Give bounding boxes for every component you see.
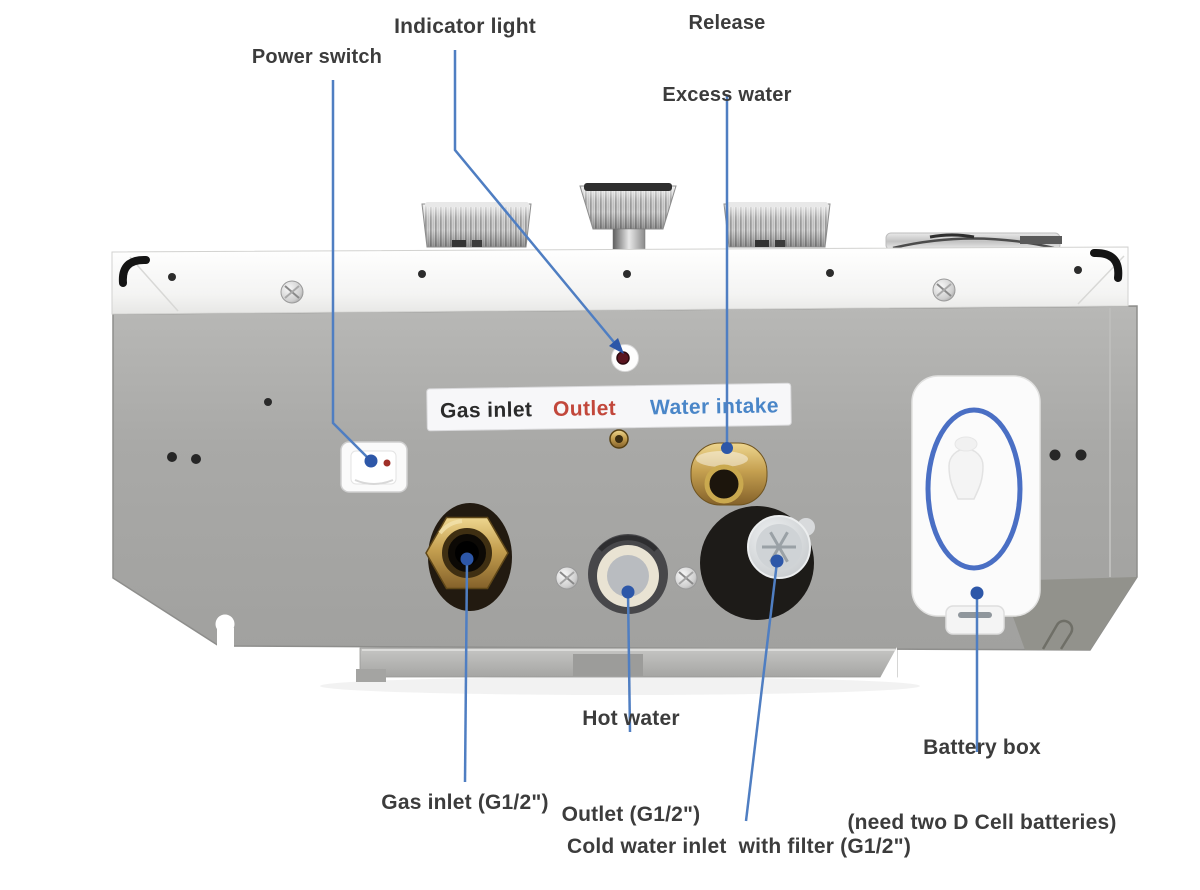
callout-line-indicator-light: [453, 50, 619, 348]
sticker-gas-inlet: Gas inlet: [440, 398, 533, 422]
label-battery-box: Battery box (need two D Cell batteries): [847, 685, 1116, 885]
panel-screw-left: [555, 566, 579, 590]
callout-dot-release-valve: [721, 442, 733, 454]
callout-dot-power-switch: [364, 454, 378, 468]
battery-box-tab: [945, 605, 1005, 635]
battery-box-blue-ring: [925, 407, 1023, 571]
callout-line-hot-water: [626, 591, 632, 733]
label-hot-water-outlet: Hot water Outlet (G1/2"): [562, 639, 701, 890]
label-power-switch: Power switch: [251, 46, 383, 68]
callout-dot-hot-water: [621, 585, 635, 599]
device-shadow: [320, 677, 920, 695]
label-hot-water-line1: Hot water: [582, 707, 680, 730]
panel-screw-right: [674, 566, 698, 590]
callout-dot-cold-water: [770, 554, 784, 568]
power-switch-red-dot: [383, 459, 391, 467]
cold-water-inlet-fitting: [700, 506, 815, 620]
release-valve: [690, 442, 768, 506]
hot-water-outlet-fitting: [555, 534, 698, 614]
label-gas-inlet: Gas inlet (G1/2"): [381, 791, 549, 814]
callout-arrow-indicator-light: [609, 338, 624, 354]
knob-middle: [579, 183, 677, 251]
sticker-label: Gas inlet Outlet Water intake: [426, 382, 792, 432]
callout-dot-battery-box: [970, 586, 984, 600]
knob-left: [421, 202, 532, 248]
label-release-excess-water: Release Excess water: [662, 0, 791, 155]
callout-endpoints: [364, 338, 984, 600]
callout-dot-gas-inlet: [460, 552, 474, 566]
battery-box: [911, 375, 1041, 635]
label-release-line1: Release: [688, 12, 766, 34]
label-indicator-light: Indicator light: [394, 15, 536, 38]
battery-box-latch: [948, 448, 984, 500]
callout-lines: [331, 50, 979, 822]
sticker-water-intake: Water intake: [650, 394, 779, 419]
flange-screw-left: [280, 280, 304, 304]
bracket-notch: [1041, 619, 1074, 650]
label-cold-water-inlet: Cold water inlet with filter (G1/2"): [566, 835, 912, 858]
keyhole-notch: [215, 614, 235, 647]
label-hot-water-line2: Outlet (G1/2"): [561, 803, 701, 826]
sticker-outlet: Outlet: [553, 397, 616, 421]
knob-right: [723, 202, 831, 248]
top-flange: [111, 246, 1129, 315]
label-battery-line1: Battery box: [923, 736, 1041, 759]
callout-line-power-switch: [331, 80, 372, 462]
sticker-screw: [609, 429, 629, 449]
callout-line-gas-inlet: [463, 559, 469, 783]
label-battery-line2: (need two D Cell batteries): [847, 811, 1117, 834]
corner-mark-right: [1090, 248, 1123, 282]
label-release-line2: Excess water: [662, 84, 792, 106]
callout-line-cold-water: [744, 561, 779, 822]
corner-mark-left: [118, 255, 150, 287]
flange-screw-right: [932, 278, 956, 302]
power-switch: [340, 441, 408, 493]
